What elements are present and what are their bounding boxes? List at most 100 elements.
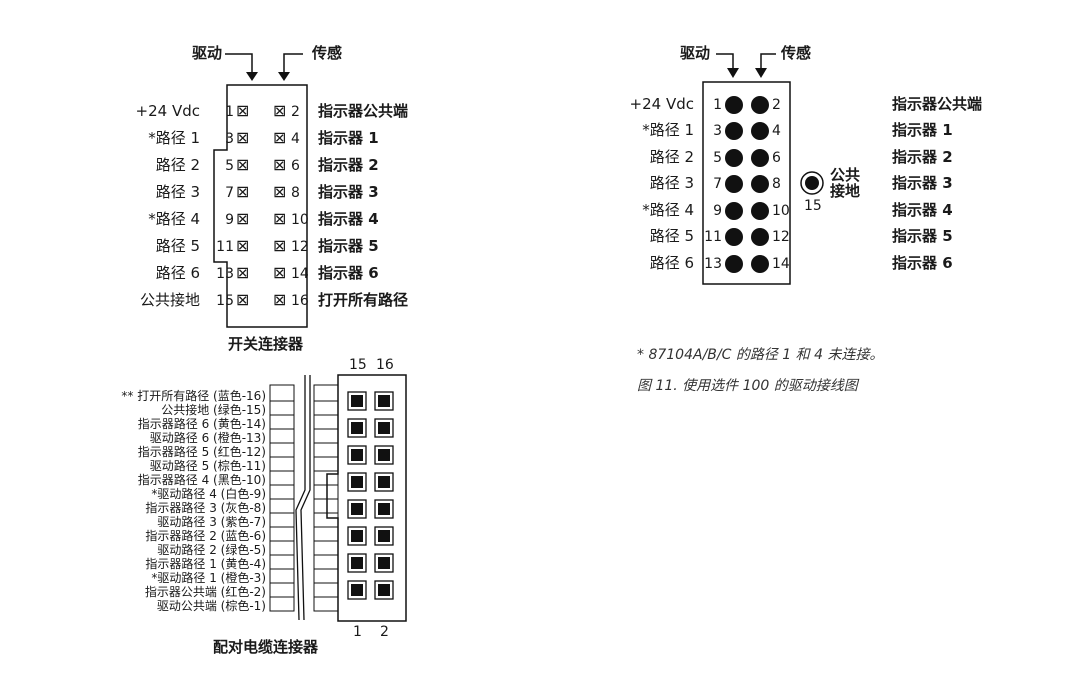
switch-pin-number-left: 1 — [225, 104, 234, 120]
cable-pin-left-outline — [347, 418, 367, 438]
switch-right-label: 指示器 2 — [318, 156, 379, 174]
drive-right-label: 指示器 2 — [892, 148, 953, 166]
cable-pin-right-outline — [374, 418, 394, 438]
cable-bottom-pin-1: 1 — [353, 624, 362, 640]
switch-pin-right-icon: ⊠ — [273, 290, 287, 309]
cable-wire-label: 指示器路径 3 (灰色-8) — [145, 501, 266, 515]
switch-pin-number-left: 11 — [216, 239, 234, 255]
cable-pin-right-fill — [378, 530, 390, 542]
switch-sense-label: 传感 — [312, 44, 343, 62]
cable-pin-right-fill — [378, 584, 390, 596]
drive-left-label: *路径 4 — [642, 201, 694, 219]
switch-connector-caption: 开关连接器 — [228, 335, 304, 353]
cable-wire-label: 指示器路径 1 (黄色-4) — [145, 557, 266, 571]
drive-right-label: 指示器公共端 — [892, 95, 983, 113]
cable-pin-right-fill — [378, 557, 390, 569]
switch-sense-arrow — [283, 53, 303, 76]
cable-wire-label: 驱动路径 5 (棕色-11) — [149, 459, 266, 473]
drive-pin-right-dot — [751, 255, 769, 273]
drive-left-label: 路径 5 — [649, 227, 694, 245]
cable-pin-right-outline — [374, 391, 394, 411]
drive-left-label: 路径 3 — [649, 174, 694, 192]
cable-wire-label: ** 打开所有路径 (蓝色-16) — [121, 389, 266, 403]
switch-connector-body — [213, 84, 308, 328]
switch-pin-number-left: 9 — [225, 212, 234, 228]
cable-pin-left-fill — [351, 422, 363, 434]
ground-terminal-icon — [800, 171, 824, 195]
cable-pin-left-outline — [347, 472, 367, 492]
drive-right-label: 指示器 1 — [892, 121, 953, 139]
cable-pin-left-outline — [347, 580, 367, 600]
switch-pin-number-left: 15 — [216, 293, 234, 309]
drive-pin-left-dot — [725, 255, 743, 273]
switch-right-label: 指示器 3 — [318, 183, 379, 201]
cable-pin-left-fill — [351, 530, 363, 542]
drive-pin-left-dot — [725, 122, 743, 140]
drive-pin-number-right: 14 — [772, 256, 790, 272]
cable-pin-left-fill — [351, 449, 363, 461]
cable-pin-right-outline — [374, 526, 394, 546]
drive-pin-right-dot — [751, 149, 769, 167]
switch-pin-number-left: 13 — [216, 266, 234, 282]
drive-pin-number-left: 7 — [713, 176, 722, 192]
switch-pin-left-icon: ⊠ — [236, 290, 250, 309]
switch-pin-left-icon: ⊠ — [236, 155, 250, 174]
switch-pin-right-icon: ⊠ — [273, 263, 287, 282]
ground-pin-number: 15 — [804, 198, 822, 214]
drive-pin-right-dot — [751, 175, 769, 193]
drive-pin-number-right: 8 — [772, 176, 781, 192]
cable-pin-right-fill — [378, 449, 390, 461]
cable-pin-right-fill — [378, 476, 390, 488]
switch-pin-right-icon: ⊠ — [273, 155, 287, 174]
cable-wire-label: *驱动路径 1 (橙色-3) — [151, 571, 266, 585]
drive-pin-number-right: 2 — [772, 97, 781, 113]
switch-pin-right-icon: ⊠ — [273, 182, 287, 201]
drive-left-label: *路径 1 — [642, 121, 694, 139]
drive-pin-right-dot — [751, 228, 769, 246]
cable-pin-left-outline — [347, 445, 367, 465]
switch-pin-left-icon: ⊠ — [236, 182, 250, 201]
switch-right-label: 指示器 6 — [318, 264, 379, 282]
drive-drive-arrow — [716, 53, 734, 72]
switch-pin-number-right: 6 — [291, 158, 300, 174]
drive-left-label: 路径 2 — [649, 148, 694, 166]
drive-pin-right-dot — [751, 122, 769, 140]
switch-right-label: 指示器 1 — [318, 129, 379, 147]
switch-pin-number-right: 12 — [291, 239, 309, 255]
cable-wire-block-left — [269, 384, 295, 612]
switch-left-label: 公共接地 — [139, 291, 200, 309]
switch-right-label: 打开所有路径 — [318, 291, 409, 309]
cable-wire-label: 驱动公共端 (棕色-1) — [156, 599, 266, 613]
switch-pin-right-icon: ⊠ — [273, 209, 287, 228]
switch-pin-number-right: 2 — [291, 104, 300, 120]
drive-sense-arrow — [760, 53, 776, 72]
switch-drive-arrow — [225, 53, 253, 76]
cable-pin-right-fill — [378, 422, 390, 434]
drive-pin-left-dot — [725, 228, 743, 246]
switch-right-label: 指示器 4 — [318, 210, 379, 228]
switch-pin-right-icon: ⊠ — [273, 236, 287, 255]
switch-pin-number-right: 10 — [291, 212, 309, 228]
cable-wire-label: 驱动路径 2 (绿色-5) — [157, 543, 266, 557]
drive-pin-number-right: 12 — [772, 229, 790, 245]
cable-top-pin-15: 15 — [349, 357, 367, 373]
drive-right-label: 指示器 3 — [892, 174, 953, 192]
switch-pin-left-icon: ⊠ — [236, 209, 250, 228]
drive-pin-number-left: 11 — [704, 229, 722, 245]
cable-top-pin-16: 16 — [376, 357, 394, 373]
drive-right-label: 指示器 5 — [892, 227, 953, 245]
drive-pin-left-dot — [725, 96, 743, 114]
drive-sense-label: 传感 — [781, 44, 812, 62]
cable-wire-label: 指示器路径 5 (红色-12) — [137, 445, 266, 459]
cable-wire-label: 驱动路径 6 (橙色-13) — [149, 431, 266, 445]
switch-right-label: 指示器公共端 — [318, 102, 409, 120]
drive-pin-left-dot — [725, 202, 743, 220]
switch-left-label: 路径 2 — [155, 156, 200, 174]
switch-pin-number-right: 14 — [291, 266, 309, 282]
cable-pin-left-fill — [351, 557, 363, 569]
drive-pin-left-dot — [725, 175, 743, 193]
switch-pin-number-left: 5 — [225, 158, 234, 174]
cable-pin-right-outline — [374, 445, 394, 465]
drive-left-label: +24 Vdc — [629, 95, 694, 113]
